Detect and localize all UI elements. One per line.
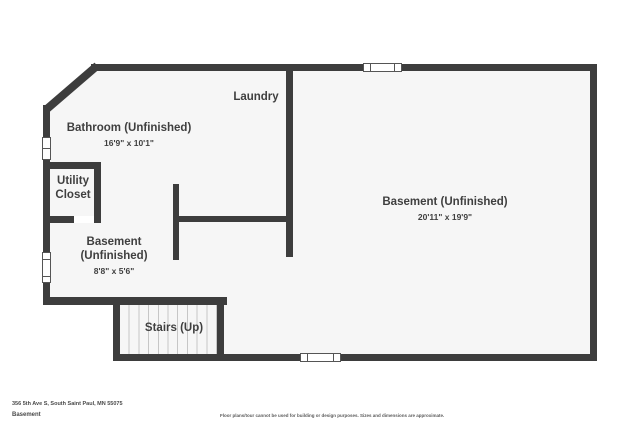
utility-closet-door-opening — [74, 216, 94, 223]
room-dimensions: 16'9" x 10'1" — [104, 137, 154, 148]
room-name: Stairs (Up) — [144, 322, 204, 334]
room-dimensions: 20'11" x 19'9" — [417, 211, 473, 222]
wall-stairs-left — [113, 305, 120, 361]
room-name-line1: Basement — [86, 236, 142, 248]
window-basement-left — [42, 252, 51, 283]
room-dimensions: 8'8" x 5'6" — [93, 265, 135, 276]
wall-bottom-left-section — [43, 297, 227, 305]
wall-laundry-basement-divider — [286, 71, 293, 257]
wall-utility-closet-top — [48, 162, 101, 169]
room-label-bathroom: Bathroom (Unfinished) 16'9" x 10'1" — [67, 122, 192, 148]
disclaimer-text: Floor plans/tour cannot be used for buil… — [220, 413, 445, 418]
wall-bottom — [113, 354, 597, 361]
wall-interior-connector — [173, 216, 293, 222]
room-name: Bathroom (Unfinished) — [66, 122, 192, 134]
room-name-line2: (Unfinished) — [80, 249, 148, 262]
room-label-stairs: Stairs (Up) — [145, 322, 203, 336]
wall-top — [91, 64, 597, 71]
room-label-utility-closet: Utility Closet — [55, 175, 90, 203]
wall-utility-closet-right — [94, 162, 101, 223]
room-name-line2: Closet — [55, 188, 91, 201]
wall-right — [590, 64, 597, 361]
floor-level-label: Basement — [12, 412, 41, 418]
stairs-treads — [120, 305, 217, 354]
wall-interior-stub — [173, 184, 179, 260]
room-label-basement-large: Basement (Unfinished) 20'11" x 19'9" — [382, 196, 507, 222]
property-address: 356 5th Ave S, South Saint Paul, MN 5507… — [12, 401, 123, 407]
room-name: Laundry — [233, 91, 279, 103]
window-top-wall — [363, 63, 402, 72]
wall-stairs-right — [217, 305, 224, 354]
room-label-basement-small: Basement (Unfinished) 8'8" x 5'6" — [80, 236, 147, 276]
room-name: Basement (Unfinished) — [382, 196, 508, 208]
room-name-line1: Utility — [57, 175, 89, 187]
window-bathroom-left — [42, 137, 51, 160]
wall-left — [43, 105, 50, 305]
room-label-laundry: Laundry — [233, 91, 278, 105]
window-bottom-wall — [300, 353, 341, 362]
wall-utility-closet-bottom — [48, 216, 74, 223]
